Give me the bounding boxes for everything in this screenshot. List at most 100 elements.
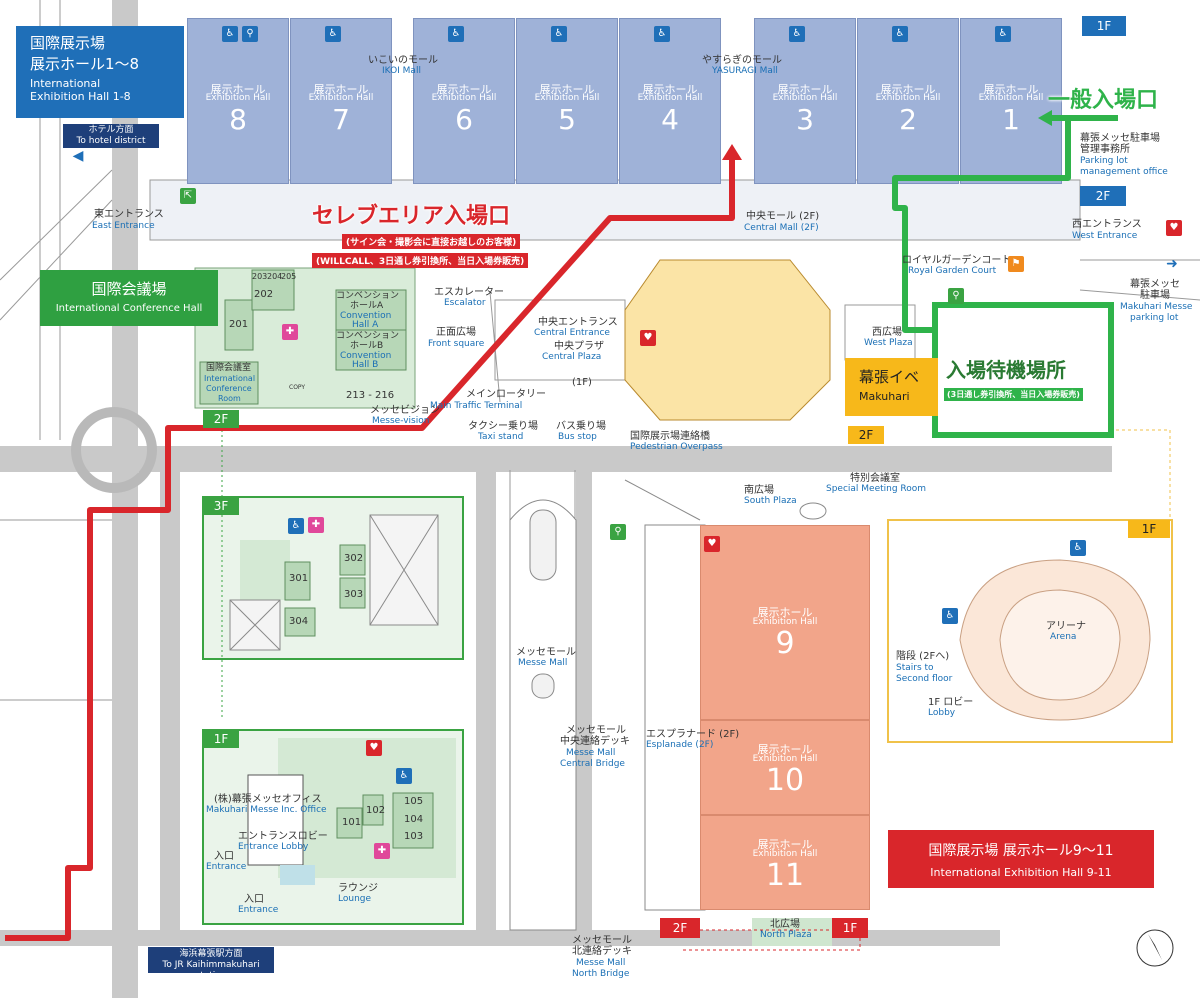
celeb-entrance-callout: セレブエリア入場口 (サイン会・撮影会に直接お越しのお客様) (WILLCALL… (311, 198, 529, 268)
room-204: 204 (267, 272, 283, 281)
hall-number: 4 (661, 103, 679, 136)
celeb-entrance-sub2: (WILLCALL、3日通し券引換所、当日入場券販売) (312, 253, 529, 268)
exhibition-hall-3[interactable]: 展示ホール Exhibition Hall 3 (754, 18, 856, 184)
hall-label-en: Exhibition Hall (534, 93, 600, 103)
restroom-icon: ♿ (288, 518, 304, 534)
banner-9-11-jp: 国際展示場 展示ホール9〜11 (928, 843, 1114, 859)
hall-label-jp: 展示ホール (880, 83, 936, 96)
stairs-en2: Second floor (896, 674, 953, 684)
exhibition-hall-6[interactable]: 展示ホール Exhibition Hall 6 (413, 18, 515, 184)
conf-room-en3: Room (218, 394, 241, 403)
room-201: 201 (229, 319, 249, 330)
bus-en: Bus stop (558, 432, 597, 442)
escalator-en: Escalator (444, 298, 486, 308)
waiting-area-title: 入場待機場所 (946, 358, 1066, 382)
east-entrance-jp: 東エントランス (94, 209, 164, 220)
royal-garden-jp: ロイヤルガーデンコート (902, 255, 1012, 266)
central-plaza-en: Central Plaza (542, 352, 602, 362)
room-105: 105 (404, 796, 424, 807)
restroom-icon: ♿ (1070, 540, 1086, 556)
central-bridge-jp1: メッセモール (566, 725, 626, 736)
floor-tag-1f: 1F (1082, 16, 1126, 36)
restroom-icon: ♿ (325, 26, 341, 42)
hall-label-en: Exhibition Hall (308, 93, 374, 103)
hall-label-jp: 展示ホール (642, 83, 698, 96)
north-bridge-en2: North Bridge (572, 969, 630, 979)
hall-number: 2 (899, 103, 917, 136)
floor-tag-2f: 2F (1080, 186, 1126, 206)
floor-tag-2f-north: 2F (660, 918, 700, 938)
north-bridge-en1: Messe Mall (576, 958, 626, 968)
north-bridge-jp1: メッセモール (572, 935, 632, 946)
exhibition-hall-11[interactable]: 展示ホール Exhibition Hall 11 (700, 815, 870, 910)
parking-office-en2: management office (1080, 167, 1168, 177)
room-202: 202 (254, 289, 274, 300)
exhibition-hall-5[interactable]: 展示ホール Exhibition Hall 5 (516, 18, 618, 184)
north-plaza-en: North Plaza (760, 930, 812, 940)
conv-b-jp2: ホールB (350, 341, 384, 351)
hall-label-jp: 展示ホール (757, 838, 813, 851)
hall-label-en: Exhibition Hall (431, 93, 497, 103)
station-direction-sign: 海浜幕張駅方面 To JR Kaihimmakuhari station (148, 947, 274, 981)
conv-a-jp2: ホールA (350, 301, 384, 311)
room-301: 301 (289, 573, 309, 584)
exhibition-hall-9[interactable]: 展示ホール Exhibition Hall 9 (700, 525, 870, 720)
special-room-en: Special Meeting Room (826, 484, 927, 494)
parking-jp1: 幕張メッセ (1130, 279, 1180, 290)
hall-label-jp: 展示ホール (757, 743, 813, 756)
restroom-icon: ♿ (551, 26, 567, 42)
waiting-area-box (938, 308, 1108, 432)
arena-jp: アリーナ (1046, 621, 1086, 632)
baby-room-icon: ⚲ (242, 26, 258, 42)
hall-label-jp: 展示ホール (436, 83, 492, 96)
hall-9-11-banner: 国際展示場 展示ホール9〜11 International Exhibition… (888, 830, 1154, 888)
conference-en: International Conference Hall (55, 303, 203, 314)
messe-mall-jp: メッセモール (516, 647, 576, 658)
station-en: To JR Kaihimmakuhari station (162, 960, 260, 981)
central-bridge-en2: Central Bridge (560, 759, 625, 769)
hall-label-en: Exhibition Hall (752, 849, 818, 859)
ikoi-mall-en: IKOI Mall (382, 66, 421, 76)
lounge-jp: ラウンジ (338, 883, 378, 894)
aed-icon: ♥ (1166, 220, 1182, 236)
hall-label-jp: 展示ホール (313, 83, 369, 96)
hall-number: 6 (455, 103, 473, 136)
one-floor-mark: (1F) (572, 377, 592, 388)
south-plaza-en: South Plaza (744, 496, 797, 506)
banner-jp1: 国際展示場 (30, 34, 106, 52)
hall-label-jp: 展示ホール (777, 83, 833, 96)
parking-en1: Makuhari Messe (1120, 302, 1193, 312)
restaurant-icon: ⚑ (1008, 256, 1024, 272)
exhibition-hall-4[interactable]: 展示ホール Exhibition Hall 4 (619, 18, 721, 184)
exhibition-hall-1[interactable]: 展示ホール Exhibition Hall 1 (960, 18, 1062, 184)
hall-1-8-banner: 国際展示場 展示ホール1〜8 International Exhibition … (16, 26, 184, 118)
parking-office-jp1: 幕張メッセ駐車場 (1080, 133, 1160, 144)
hall-label-en: Exhibition Hall (752, 754, 818, 764)
floor-tag-1f-conf: 1F (203, 730, 239, 748)
messe-vision-jp: メッセビジョン (370, 405, 440, 416)
lobby-en: Lobby (928, 708, 956, 718)
bicycle-parking-icon: ⚲ (948, 288, 964, 304)
entrance-en-1: Entrance (206, 862, 247, 872)
celeb-entrance-sub1: (サイン会・撮影会に直接お越しのお客様) (342, 234, 521, 249)
royal-garden-en: Royal Garden Court (908, 266, 997, 276)
parking-jp2: 駐車場 (1140, 290, 1170, 301)
room-104: 104 (404, 814, 424, 825)
stairs-en1: Stairs to (896, 663, 934, 673)
exhibition-hall-8[interactable]: 展示ホール Exhibition Hall 8 (187, 18, 289, 184)
restroom-icon: ♿ (396, 768, 412, 784)
central-plaza-jp: 中央プラザ (554, 341, 604, 352)
exhibition-hall-2[interactable]: 展示ホール Exhibition Hall 2 (857, 18, 959, 184)
exhibition-hall-7[interactable]: 展示ホール Exhibition Hall 7 (290, 18, 392, 184)
hall-number: 3 (796, 103, 814, 136)
hall-label-en: Exhibition Hall (772, 93, 838, 103)
west-plaza-en: West Plaza (864, 338, 913, 348)
banner-9-11-en: International Exhibition Hall 9-11 (930, 866, 1112, 879)
yasuragi-mall-en: YASURAGI Mall (712, 66, 778, 76)
conv-a-en1: Convention (340, 311, 392, 321)
lounge-en: Lounge (338, 894, 372, 904)
hall-label-jp: 展示ホール (539, 83, 595, 96)
room-302: 302 (344, 553, 364, 564)
hotel-jp: ホテル方面 (88, 125, 134, 135)
nursing-room-icon: ✚ (374, 843, 390, 859)
